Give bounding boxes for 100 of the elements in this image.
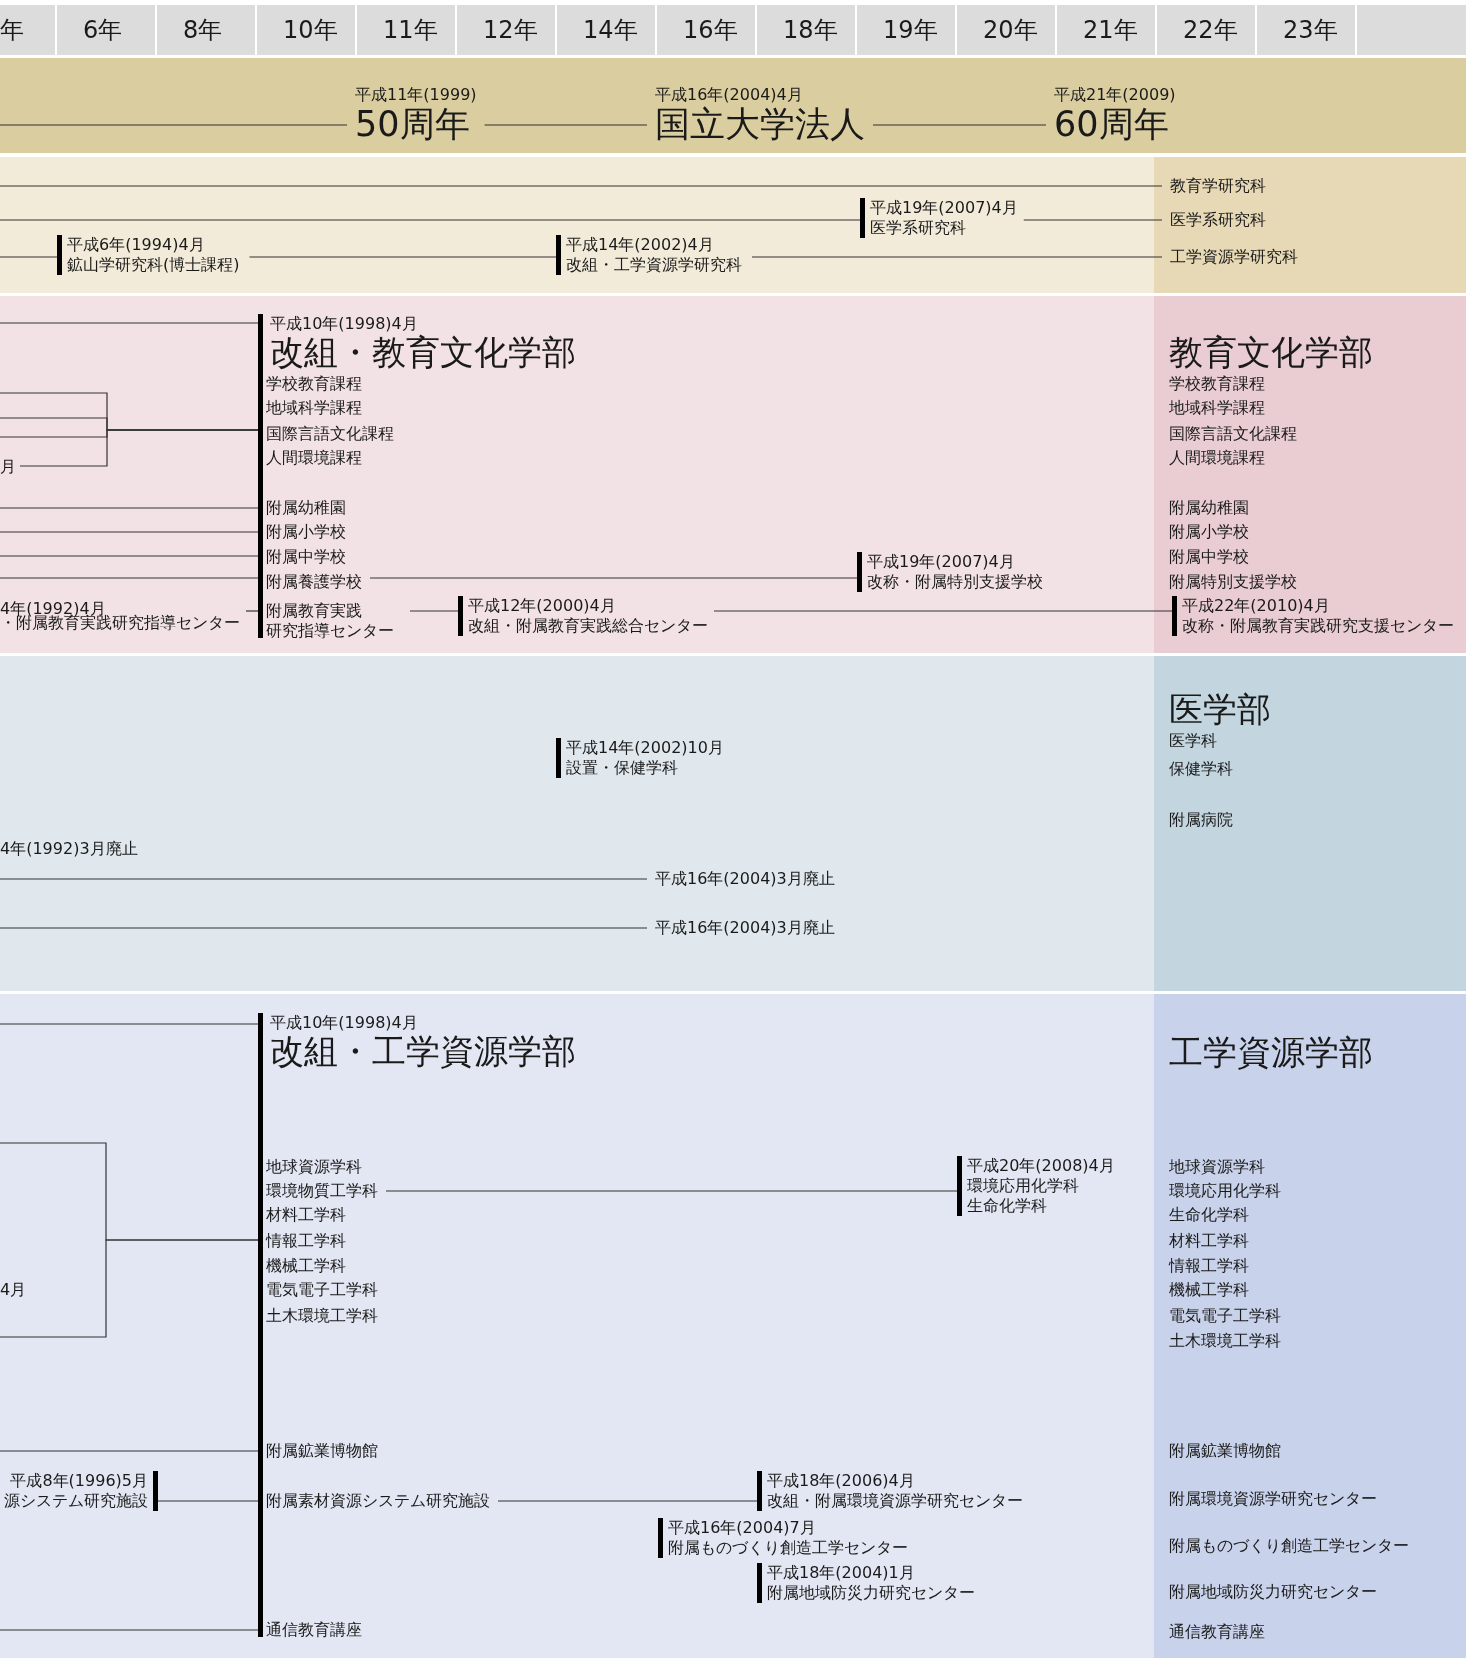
year-header-cell: 12年 [457,5,555,55]
department-label: 保健学科 [1169,759,1233,779]
department-label: 地域科学課程 [258,398,370,418]
department-label: 工学資源学研究科 [1162,247,1306,267]
faculty-title: 改組・教育文化学部 [270,334,577,370]
event-label: 改組・附属教育実践総合センター [468,616,708,636]
timeline-line [0,1023,259,1025]
department-label: 平成16年(2004)3月廃止 [647,918,843,938]
timeline-line [0,1239,259,1338]
department-label: 通信教育講座 [258,1620,370,1640]
department-label: 学校教育課程 [1169,374,1265,394]
event-label: 改称・附属教育実践研究支援センター [1182,616,1454,636]
department-label: 環境応用化学科 [1169,1181,1281,1201]
department-label: 附属ものづくり創造工学センター [1169,1536,1409,1556]
year-header-cell: 11年 [357,5,455,55]
timeline-line [497,1500,758,1502]
year-header-cell: 23年 [1257,5,1355,55]
timeline-line [369,577,858,579]
timeline-line [0,507,259,509]
timeline-line [751,256,1163,258]
timeline-line [0,531,259,533]
faculty-title: 改組・工学資源学部 [270,1033,577,1069]
department-label: 地域科学課程 [1169,398,1265,418]
year-header-cell: 20年 [957,5,1055,55]
event-label: 改組・工学資源学研究科 [566,255,742,275]
year-header-cell: 16年 [657,5,755,55]
department-label: 人間環境課程 [1169,448,1265,468]
timeline-line [0,1629,259,1631]
date-label: 平成21年(2009) [1054,85,1176,105]
summary-panel [1154,994,1466,1658]
department-label: 附属鉱業博物館 [1169,1441,1281,1461]
department-label: 医学系研究科 [1162,210,1274,230]
milestone-title: 60周年 [1054,105,1170,143]
timeline-line [0,256,58,258]
note-label: 4年(1992)3月廃止 [0,839,138,859]
department-label: 附属特別支援学校 [1169,572,1297,592]
department-label: 附属素材資源システム研究施設 [258,1491,498,1511]
date-label: 平成19年(2007)4月 [867,552,1016,572]
timeline-band [0,296,1466,653]
faculty-title: 工学資源学部 [1169,1034,1373,1070]
department-label: 医学科 [1169,731,1217,751]
department-label: 人間環境課程 [258,448,370,468]
year-header-cell: 年 [0,5,55,55]
event-label: ・附属教育実践研究指導センター [0,616,240,630]
timeline-line [0,555,259,557]
department-label: 情報工学科 [258,1231,354,1251]
department-label: 国際言語文化課程 [258,424,402,444]
timeline-band [0,157,1466,293]
date-label: 平成18年(2004)1月 [767,1563,916,1583]
department-label: 土木環境工学科 [258,1306,386,1326]
department-label: 月 [0,461,20,473]
event-label: 設置・保健学科 [566,758,679,778]
event-label: 環境応用化学科 [967,1176,1080,1196]
department-label: 平成16年(2004)3月廃止 [647,869,843,889]
department-label: 附属幼稚園 [1169,498,1249,518]
date-label: 平成10年(1998)4月 [270,1013,419,1033]
date-label: 平成22年(2010)4月 [1182,596,1331,616]
timeline-line [0,927,648,929]
department-label: 附属環境資源学研究センター [1169,1489,1377,1509]
year-header-cell: 10年 [257,5,355,55]
year-header-cell: 19年 [857,5,955,55]
department-label: 環境物質工学科 [258,1181,386,1201]
department-label: 生命化学科 [1169,1205,1249,1225]
event-label: 生命化学科 [967,1196,1048,1216]
date-label: 平成18年(2006)4月 [767,1471,916,1491]
year-header-cell: 6年 [57,5,155,55]
event-label: 改組・附属環境資源学研究センター [767,1491,1023,1511]
timeline-band [0,58,1466,153]
timeline-band [0,656,1466,991]
date-label: 4年(1992)4月 [0,602,106,616]
date-label: 平成19年(2007)4月 [870,198,1018,218]
year-header-cell: 22年 [1157,5,1255,55]
timeline-line [245,610,259,612]
department-label: 附属中学校 [258,547,354,567]
department-label: 機械工学科 [1169,1280,1249,1300]
summary-panel [1154,157,1466,293]
department-label: 電気電子工学科 [258,1280,386,1300]
timeline-line [0,577,259,579]
department-label: 附属幼稚園 [258,498,354,518]
summary-panel [1154,656,1466,991]
event-label: 源システム研究施設 [3,1491,148,1511]
note-label: 4月 [0,1280,27,1300]
year-header-cell: 14年 [557,5,655,55]
department-label: 附属鉱業博物館 [258,1441,386,1461]
timeline-line [872,124,1047,126]
department-label: 学校教育課程 [258,374,370,394]
faculty-title: 教育文化学部 [1169,334,1373,370]
department-label: 国際言語文化課程 [1169,424,1297,444]
date-label: 平成11年(1999) [355,85,477,105]
department-label: 材料工学科 [1169,1231,1249,1251]
event-label: 鉱山学研究科(博士課程) [67,255,240,275]
summary-panel [1154,296,1466,653]
timeline-line [157,1500,259,1502]
department-label: 機械工学科 [258,1256,354,1276]
timeline-line [248,256,557,258]
timeline-line [409,610,459,612]
timeline-line [0,1450,259,1452]
department-label: 附属小学校 [258,522,354,542]
event-label: 附属地域防災力研究センター [767,1583,975,1603]
timeline-line [385,1190,958,1192]
